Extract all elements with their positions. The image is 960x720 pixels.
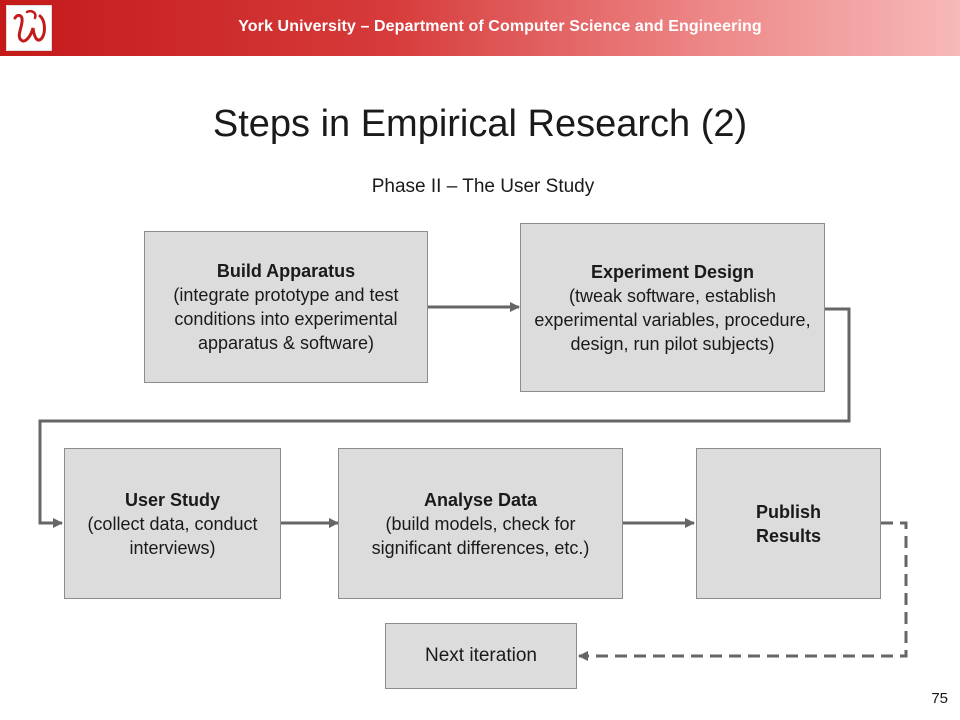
step-analyse-data: Analyse Data (build models, check for si… — [338, 448, 623, 599]
step-analyse-data-title: Analyse Data — [423, 489, 538, 510]
header-department-text: York University – Department of Computer… — [238, 18, 762, 35]
step-user-study-description: (collect data, conduct interviews) — [87, 513, 258, 558]
step-build-apparatus-title: Build Apparatus — [216, 261, 356, 281]
slide-subtitle: Phase II – The User Study — [371, 176, 595, 197]
step-build-apparatus-description: (integrate prototype and test conditions… — [173, 285, 399, 353]
step-publish-results-title: Publish Results — [755, 501, 822, 546]
header-bar: York University – Department of Computer… — [0, 0, 960, 56]
york-university-logo — [6, 5, 52, 51]
step-next-iteration: Next iteration — [385, 623, 577, 689]
step-next-iteration-label: Next iteration — [425, 645, 537, 666]
step-build-apparatus: Build Apparatus (integrate prototype and… — [144, 231, 428, 383]
page-number: 75 — [931, 690, 948, 707]
step-experiment-design: Experiment Design (tweak software, estab… — [520, 223, 825, 392]
step-publish-results: Publish Results — [696, 448, 881, 599]
step-experiment-design-title: Experiment Design — [590, 261, 755, 282]
step-experiment-design-description: (tweak software, establish experimental … — [534, 285, 811, 354]
step-user-study: User Study (collect data, conduct interv… — [64, 448, 281, 599]
step-analyse-data-description: (build models, check for significant dif… — [371, 513, 590, 558]
step-user-study-title: User Study — [124, 489, 221, 510]
slide-title: Steps in Empirical Research (2) — [212, 103, 748, 145]
